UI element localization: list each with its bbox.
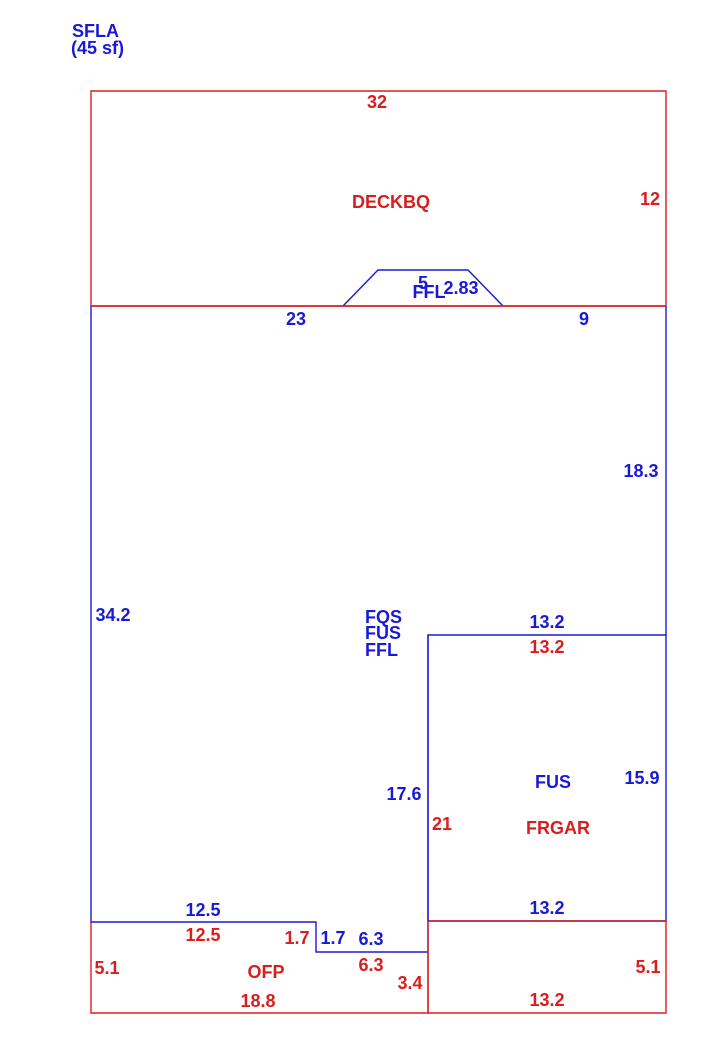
area-label-porch: OFP [247,962,284,982]
dim-step-vertical-red: 1.7 [284,928,309,948]
dim-main-bottom-blue: 12.5 [185,900,220,920]
dim-lower-garage-right: 5.1 [635,957,660,977]
area-label-main-fqs: FQS [365,607,402,627]
dim-main-left: 34.2 [95,605,130,625]
area-label-garage-fus: FUS [535,772,571,792]
dim-garage-bottom-blue: 13.2 [529,898,564,918]
dim-main-top-left: 23 [286,309,306,329]
dim-garage-top-red: 13.2 [529,637,564,657]
dim-bay-side: 2.83 [443,278,478,298]
dim-lower-garage-bottom: 13.2 [529,990,564,1010]
dim-garage-top-blue: 13.2 [529,612,564,632]
main-area-outline [90,306,667,953]
area-label-bay-ffl: FFL [413,282,446,302]
dim-deck-right: 12 [640,189,660,209]
dim-porch-left: 5.1 [94,958,119,978]
dim-bay-top: 5 [418,273,428,293]
dim-step-bottom-blue: 6.3 [358,929,383,949]
dim-porch-top-red: 12.5 [185,925,220,945]
dim-main-top-right: 9 [579,309,589,329]
area-label-deck: DECKBQ [352,192,430,212]
sfla-area: (45 sf) [71,38,124,58]
dim-main-garage-shared: 17.6 [386,784,421,804]
bay-outline [342,269,504,307]
area-label-main-fus: FUS [365,623,401,643]
dim-garage-left-red: 21 [432,814,452,834]
dim-step-bottom-red: 6.3 [358,955,383,975]
sfla-title: SFLA [72,21,119,41]
dim-step-vertical-blue: 1.7 [320,928,345,948]
dim-porch-right: 3.4 [397,973,422,993]
area-label-main-ffl: FFL [365,640,398,660]
lower-garage-outline [427,920,667,1014]
dim-deck-top: 32 [367,92,387,112]
dim-garage-right: 15.9 [624,768,659,788]
area-label-garage-frgar: FRGAR [526,818,590,838]
dim-main-right-upper: 18.3 [623,461,658,481]
dim-porch-bottom: 18.8 [240,991,275,1011]
